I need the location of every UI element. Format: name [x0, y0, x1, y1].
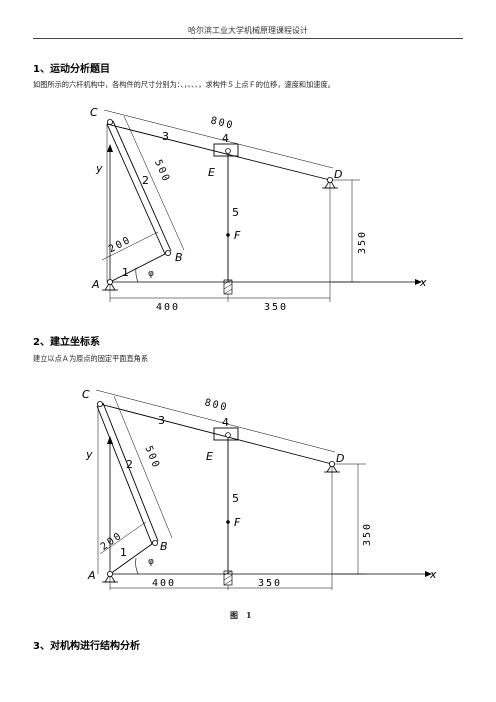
label-member-2: 2 — [126, 458, 133, 471]
label-point-c: C — [82, 388, 90, 401]
label-point-e: E — [206, 450, 213, 463]
label-point-d: D — [336, 452, 344, 465]
joint-b — [152, 539, 159, 546]
joint-e — [225, 148, 231, 154]
hatch-line — [223, 288, 233, 295]
dim-label-base-right: 350 — [264, 302, 288, 313]
dim-label-height-d: 350 — [362, 522, 373, 546]
figure-labels: C B A D E F 1 2 3 4 5 y x φ 800 500 200 … — [82, 388, 437, 589]
joint-d — [326, 177, 333, 184]
dim-line-bc — [113, 395, 173, 539]
link-cd — [106, 123, 331, 181]
slider-4 — [213, 143, 239, 157]
label-member-5: 5 — [232, 206, 239, 219]
dim-label-bc: 500 — [142, 444, 161, 470]
dim-label-cd: 800 — [203, 397, 229, 413]
dim-label-cd: 800 — [209, 115, 235, 131]
label-member-2: 2 — [142, 174, 149, 187]
mechanism-figure-2: C B A D E F 1 2 3 4 5 y x φ 800 500 200 … — [82, 388, 437, 590]
point-f — [226, 520, 230, 524]
label-axis-x: x — [429, 568, 437, 581]
joint-c — [106, 118, 113, 125]
link-bc-b — [102, 402, 159, 542]
joint-e — [225, 432, 231, 438]
label-point-a: A — [91, 278, 100, 291]
dim-line-cd — [95, 389, 336, 453]
dim-line-cd — [103, 109, 334, 169]
section-1-paragraph: 如图所示的六杆机构中，各构件的尺寸分别为：、，、、、，求构件５上点Ｆ的位移，速度… — [33, 80, 335, 89]
link-cd — [99, 403, 333, 465]
section-2-heading: 2、建立坐标系 — [33, 337, 100, 348]
section-3-heading: 3、对机构进行结构分析 — [33, 641, 140, 652]
mechanism-drawing — [95, 389, 432, 590]
link-bc-a — [96, 405, 153, 545]
x-axis-arrow — [415, 279, 422, 285]
link-bc-a — [106, 123, 166, 255]
label-member-1: 1 — [122, 266, 129, 279]
dim-label-ab: 200 — [107, 235, 133, 256]
angle-arc — [135, 267, 139, 283]
label-axis-y: y — [95, 162, 103, 175]
label-angle-phi: φ — [148, 557, 154, 567]
slider-4 — [213, 427, 239, 441]
label-axis-x: x — [419, 276, 427, 289]
label-point-d: D — [334, 168, 342, 181]
x-axis-arrow — [425, 571, 432, 577]
label-angle-phi: φ — [148, 269, 154, 279]
label-member-3: 3 — [162, 130, 169, 143]
dim-label-base-right: 350 — [258, 578, 282, 589]
dim-label-base-left: 400 — [156, 302, 180, 313]
link-ab — [109, 543, 153, 575]
label-axis-y: y — [85, 448, 93, 461]
label-member-3: 3 — [158, 414, 165, 427]
joint-b — [165, 249, 172, 256]
angle-arc — [135, 557, 139, 575]
hatch-line — [223, 579, 233, 586]
label-member-1: 1 — [120, 546, 127, 559]
y-axis-arrow — [107, 144, 113, 152]
header-title: 哈尔滨工业大学机械原理课程设计 — [188, 26, 308, 35]
label-point-e: E — [208, 166, 215, 179]
label-point-f: F — [234, 229, 241, 242]
joint-a — [106, 570, 113, 577]
header-rule — [33, 38, 463, 39]
label-point-b: B — [175, 251, 183, 264]
joint-d — [328, 461, 335, 468]
label-point-f: F — [234, 516, 241, 529]
dim-line-bc — [123, 115, 185, 251]
point-f — [226, 233, 230, 237]
mechanism-drawing — [101, 109, 422, 302]
link-ab — [109, 253, 166, 283]
label-point-c: C — [90, 106, 98, 119]
dim-line-ab — [101, 231, 159, 261]
dim-label-height-d: 350 — [357, 230, 368, 254]
joint-a — [106, 278, 113, 285]
section-1-heading: 1、运动分析题目 — [33, 64, 110, 75]
joint-c — [96, 400, 103, 407]
dim-label-bc: 500 — [152, 158, 172, 184]
label-member-4: 4 — [222, 416, 229, 429]
label-member-5: 5 — [232, 492, 239, 505]
page-header: 哈尔滨工业大学机械原理课程设计 — [0, 0, 496, 44]
link-bc-b — [112, 120, 172, 252]
label-member-4: 4 — [222, 132, 229, 145]
hatch-line — [223, 283, 233, 290]
figure-caption: 图 1 — [230, 610, 252, 620]
dim-line-ab — [99, 521, 147, 555]
mechanism-figure-1: C B A D E F 1 2 3 4 5 y x φ 800 500 200 … — [90, 106, 427, 313]
label-point-a: A — [87, 569, 96, 582]
dim-label-base-left: 400 — [152, 578, 176, 589]
section-2-paragraph: 建立以点Ａ为原点的固定平面直角系 — [33, 354, 149, 363]
hatch-line — [223, 574, 233, 581]
label-point-b: B — [160, 540, 168, 553]
